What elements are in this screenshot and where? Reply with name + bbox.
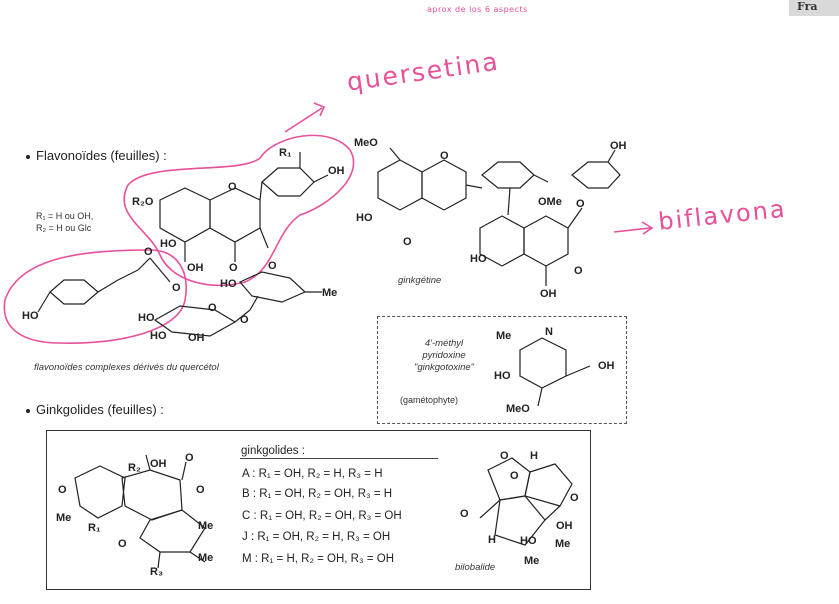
ginkgolide-row-c: C : R₁ = OH, R₂ = OH, R₃ = OH — [242, 510, 402, 522]
r1-definition: R₁ = H ou OH, — [36, 211, 94, 221]
bullet-icon — [26, 154, 30, 159]
atom-label: O — [268, 260, 277, 272]
atom-label: MeO — [506, 403, 530, 415]
flav-ring-a — [159, 187, 211, 243]
atom-label: O — [403, 236, 412, 248]
atom-label: MeO — [354, 137, 378, 149]
atom-label: R₁ — [279, 147, 292, 159]
atom-label: OH — [187, 262, 204, 274]
atom-label: HO — [220, 278, 237, 290]
ginkgolides-heading: Ginkgolides (feuilles) : — [26, 402, 164, 417]
atom-label: O — [440, 150, 449, 162]
ginkgolides-box-title: ginkgolides : — [241, 445, 305, 457]
ginkgotoxin-line2: pyridoxine — [422, 350, 466, 361]
ginkgolide-row-b: B : R₁ = OH, R₂ = OH, R₃ = H — [242, 488, 393, 500]
atom-label: O — [228, 181, 237, 193]
atom-label: O — [229, 262, 238, 274]
atom-label: Me — [198, 552, 214, 564]
atom-label: HO — [22, 310, 39, 322]
atom-label: H — [488, 534, 496, 546]
atom-label: O — [196, 484, 205, 496]
atom-label: R₂O — [132, 196, 154, 208]
biflavona-arrow — [613, 221, 654, 235]
atom-label: OMe — [538, 196, 562, 208]
atom-label: N — [545, 326, 553, 338]
atom-label: HO — [520, 535, 537, 547]
atom-label: O — [510, 470, 519, 482]
atom-label: OH — [598, 360, 615, 372]
ginkgolides-box — [46, 430, 591, 590]
corner-tab: Fra — [789, 0, 839, 16]
atom-label: OH — [328, 165, 345, 177]
atom-label: Me — [198, 520, 214, 532]
atom-label: Me — [524, 555, 540, 567]
atom-label: Me — [555, 538, 571, 550]
atom-label: Me — [56, 512, 72, 524]
atom-label: R₃ — [150, 566, 164, 578]
atom-label: O — [570, 492, 579, 504]
atom-label: HO — [494, 370, 511, 382]
top-handwritten-note: aprox de los 6 aspects — [427, 5, 528, 14]
atom-label: OH — [556, 520, 573, 532]
atom-label: Me — [496, 330, 512, 342]
atom-label: HO — [138, 312, 155, 324]
atom-label: Me — [322, 287, 338, 299]
atom-label: R₁ — [88, 522, 101, 534]
cinnamoyl-loop — [3, 249, 187, 344]
bonds — [37, 147, 621, 569]
atom-label: R₂ — [128, 462, 141, 474]
atom-label: O — [208, 302, 217, 314]
atom-label: O — [185, 452, 194, 464]
ginkgolide-row-j: J : R₁ = OH, R₂ = H, R₃ = OH — [242, 531, 391, 543]
atom-label: O — [574, 265, 583, 277]
flavonoids-heading: Flavonoïdes (feuilles) : — [26, 148, 167, 163]
r2-definition: R₂ = H ou Glc — [36, 223, 92, 233]
ginkgotoxin-line4: (gamétophyte) — [400, 395, 459, 405]
atom-label: O — [460, 508, 469, 520]
ginkgotoxin-line3: "ginkgotoxine" — [413, 362, 475, 373]
quercetin-loop — [123, 134, 355, 286]
ginkgolides-title-underline — [240, 442, 438, 459]
atom-label: HO — [470, 253, 487, 265]
ginkgolide-row-a: A : R₁ = OH, R₂ = H, R₃ = H — [242, 468, 383, 480]
atom-label: O — [500, 450, 509, 462]
atom-label: H — [530, 450, 538, 462]
flavonoid-caption: flavonoïdes complexes dérivés du quercét… — [34, 362, 219, 373]
atom-label: OH — [188, 332, 205, 344]
atom-label: OH — [610, 140, 627, 152]
quercetin-arrow — [284, 102, 326, 133]
atom-label: O — [576, 198, 585, 210]
ginkgolide-row-m: M : R₁ = H, R₂ = OH, R₃ = OH — [242, 553, 395, 565]
atom-label: O — [172, 282, 181, 294]
handwritten-loops — [3, 102, 654, 344]
atom-label: O — [240, 314, 249, 326]
flav-ring-c — [209, 187, 261, 243]
ginkgotoxin-box — [377, 316, 627, 424]
ginkgetin-caption: ginkgétine — [398, 275, 442, 286]
ginkgotoxin-line1: 4'-méthyl — [424, 338, 464, 349]
atom-label: HO — [160, 238, 177, 250]
atom-label: O — [118, 538, 127, 550]
atom-label: OH — [540, 288, 557, 300]
atom-label: HO — [150, 330, 167, 342]
bullet-icon — [26, 408, 30, 413]
atom-label: HO — [356, 212, 373, 224]
bilobalide-caption: bilobalide — [455, 562, 496, 573]
atom-label: O — [144, 246, 153, 258]
flav-ring-b — [261, 167, 315, 197]
atom-label: OH — [150, 458, 167, 470]
atom-label: O — [58, 484, 67, 496]
